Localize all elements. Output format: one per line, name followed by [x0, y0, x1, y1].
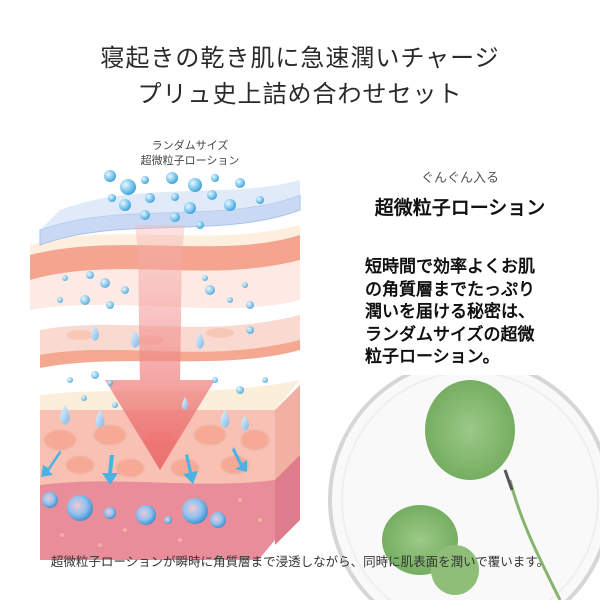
- down-arrow-icon: [41, 447, 247, 485]
- skin-layer-diagram: [30, 170, 301, 560]
- body-line: ランダムサイズの超微: [365, 324, 535, 345]
- feature-body: 短時間で効率よくお肌 の角質層までたっぷり 潤いを届ける秘密は、 ランダムサイズ…: [365, 256, 585, 369]
- headline-line-2: プリュ史上詰め合わせセット: [137, 80, 463, 108]
- feature-sub-label: ぐんぐん入る: [420, 171, 499, 186]
- caption-line-1: ランダムサイズ: [151, 139, 229, 152]
- footer-note: 超微粒子ローションが瞬時に角質層まで浸透しながら、同時に肌表面を潤いで覆います。: [50, 554, 550, 569]
- body-line: の角質層までたっぷり: [365, 279, 535, 300]
- caption-line-2: 超微粒子ローション: [140, 154, 240, 167]
- headline: 寝起きの乾き肌に急速潤いチャージ プリュ史上詰め合わせセット: [0, 40, 600, 112]
- water-drop-icon: [60, 325, 249, 431]
- body-line: 潤いを届ける秘密は、: [365, 302, 535, 322]
- leaf-icon: [431, 545, 479, 595]
- illustration-caption: ランダムサイズ 超微粒子ローション: [100, 138, 280, 168]
- headline-line-1: 寝起きの乾き肌に急速潤いチャージ: [100, 44, 500, 72]
- body-line: 粒子ローション。: [365, 347, 500, 367]
- centella-leaf-photo: [328, 375, 600, 600]
- leaf-icon: [425, 380, 515, 480]
- feature-title: 超微粒子ローション: [374, 197, 546, 219]
- body-line: 短時間で効率よくお肌: [365, 257, 535, 277]
